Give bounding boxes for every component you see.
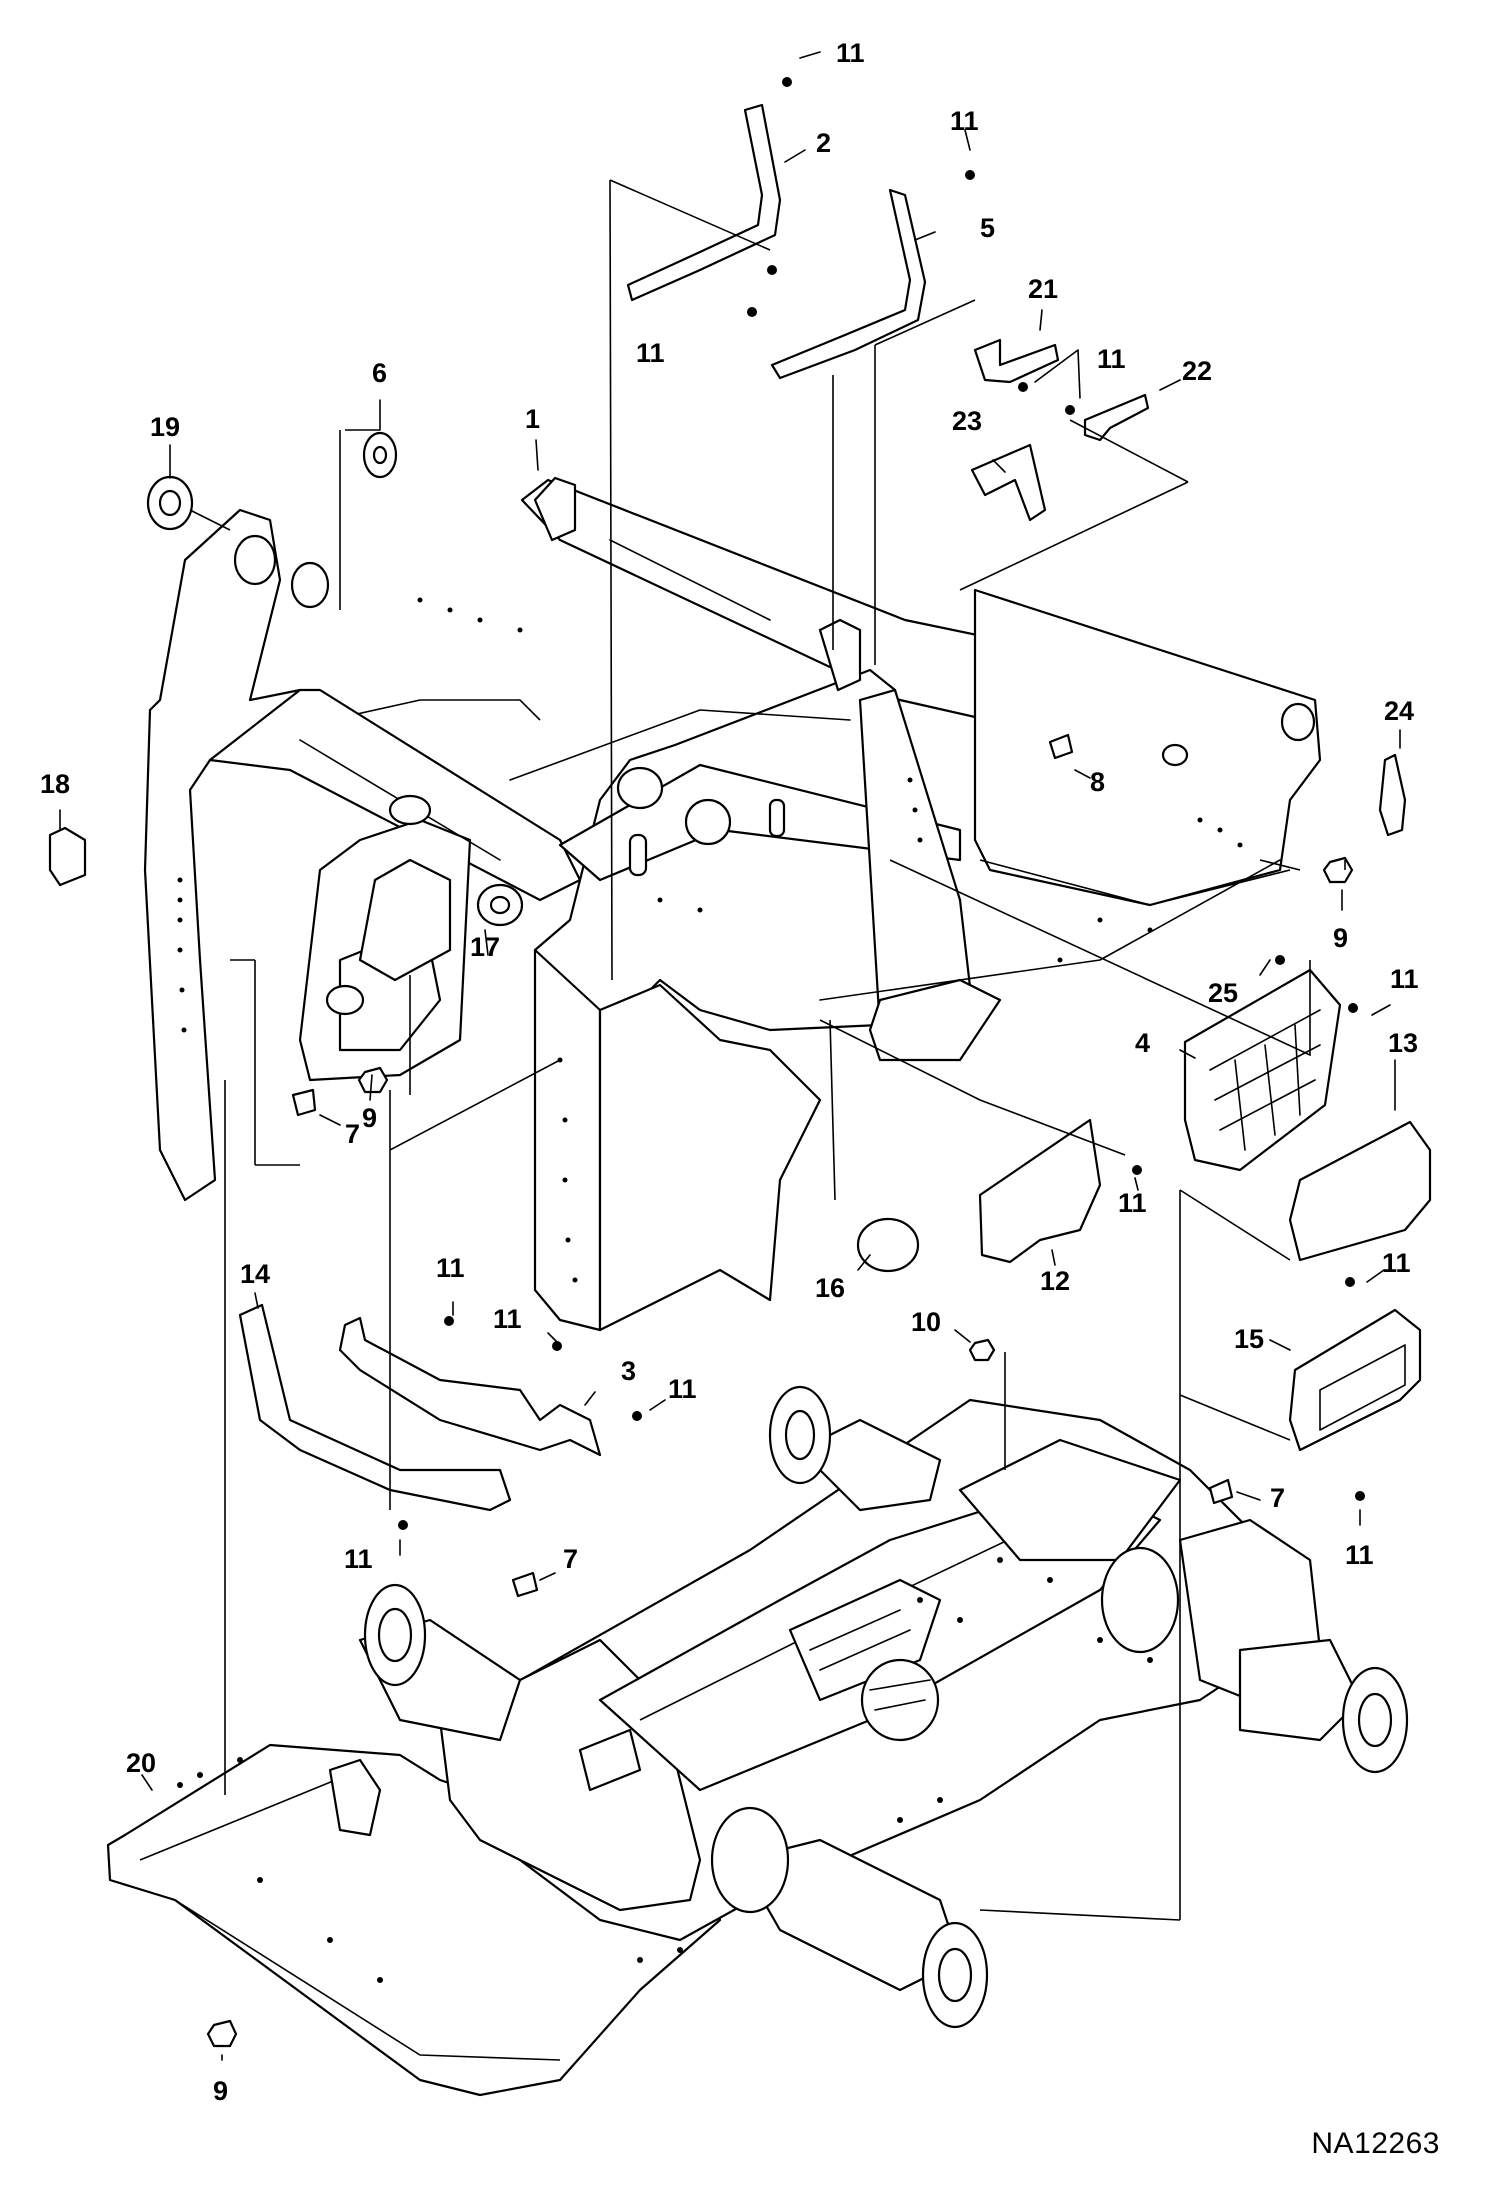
callout-labels: 11 2 11 5 21 11 11 22 6 19 1 23 24 8 18 … bbox=[40, 38, 1419, 2106]
callout-15: 15 bbox=[1234, 1324, 1264, 1354]
axle-hubs bbox=[363, 1385, 1409, 2029]
callout-11: 11 bbox=[1390, 964, 1419, 994]
callout-9: 9 bbox=[1333, 923, 1348, 953]
callout-8: 8 bbox=[1090, 767, 1105, 797]
callout-6: 6 bbox=[372, 358, 387, 388]
callout-21: 21 bbox=[1028, 274, 1058, 304]
callout-11: 11 bbox=[836, 38, 865, 68]
callout-7: 7 bbox=[563, 1544, 578, 1574]
main-frame bbox=[143, 476, 1322, 1332]
callout-19: 19 bbox=[150, 412, 180, 442]
callout-1: 1 bbox=[525, 404, 540, 434]
callout-16: 16 bbox=[815, 1273, 845, 1303]
callout-14: 14 bbox=[240, 1259, 270, 1289]
callout-11: 11 bbox=[493, 1304, 522, 1334]
callout-12: 12 bbox=[1040, 1266, 1070, 1296]
callout-24: 24 bbox=[1384, 696, 1414, 726]
callout-11: 11 bbox=[1345, 1540, 1374, 1570]
loose-parts bbox=[48, 77, 1432, 2048]
callout-2: 2 bbox=[816, 128, 831, 158]
leader-lines bbox=[59, 51, 1401, 2061]
callout-11: 11 bbox=[344, 1544, 373, 1574]
callout-13: 13 bbox=[1388, 1028, 1418, 1058]
callout-10: 10 bbox=[911, 1307, 941, 1337]
callout-5: 5 bbox=[980, 213, 995, 243]
drawing-number: NA12263 bbox=[1311, 2127, 1440, 2160]
callout-11: 11 bbox=[636, 338, 665, 368]
callout-18: 18 bbox=[40, 769, 70, 799]
callout-9: 9 bbox=[362, 1103, 377, 1133]
chassis-and-axles bbox=[106, 1385, 1409, 2097]
callout-25: 25 bbox=[1208, 978, 1238, 1008]
callout-23: 23 bbox=[952, 406, 982, 436]
callout-11: 11 bbox=[950, 106, 979, 136]
callout-9: 9 bbox=[213, 2076, 228, 2106]
callout-20: 20 bbox=[126, 1748, 156, 1778]
callout-4: 4 bbox=[1135, 1028, 1150, 1058]
callout-7: 7 bbox=[1270, 1483, 1285, 1513]
callout-11: 11 bbox=[1097, 344, 1126, 374]
callout-11: 11 bbox=[1382, 1248, 1411, 1278]
callout-11: 11 bbox=[436, 1253, 465, 1283]
callout-3: 3 bbox=[621, 1356, 636, 1386]
callout-11: 11 bbox=[668, 1374, 697, 1404]
callout-22: 22 bbox=[1182, 356, 1212, 386]
callout-11: 11 bbox=[1118, 1188, 1147, 1218]
callout-17: 17 bbox=[470, 932, 500, 962]
callout-7: 7 bbox=[345, 1119, 360, 1149]
